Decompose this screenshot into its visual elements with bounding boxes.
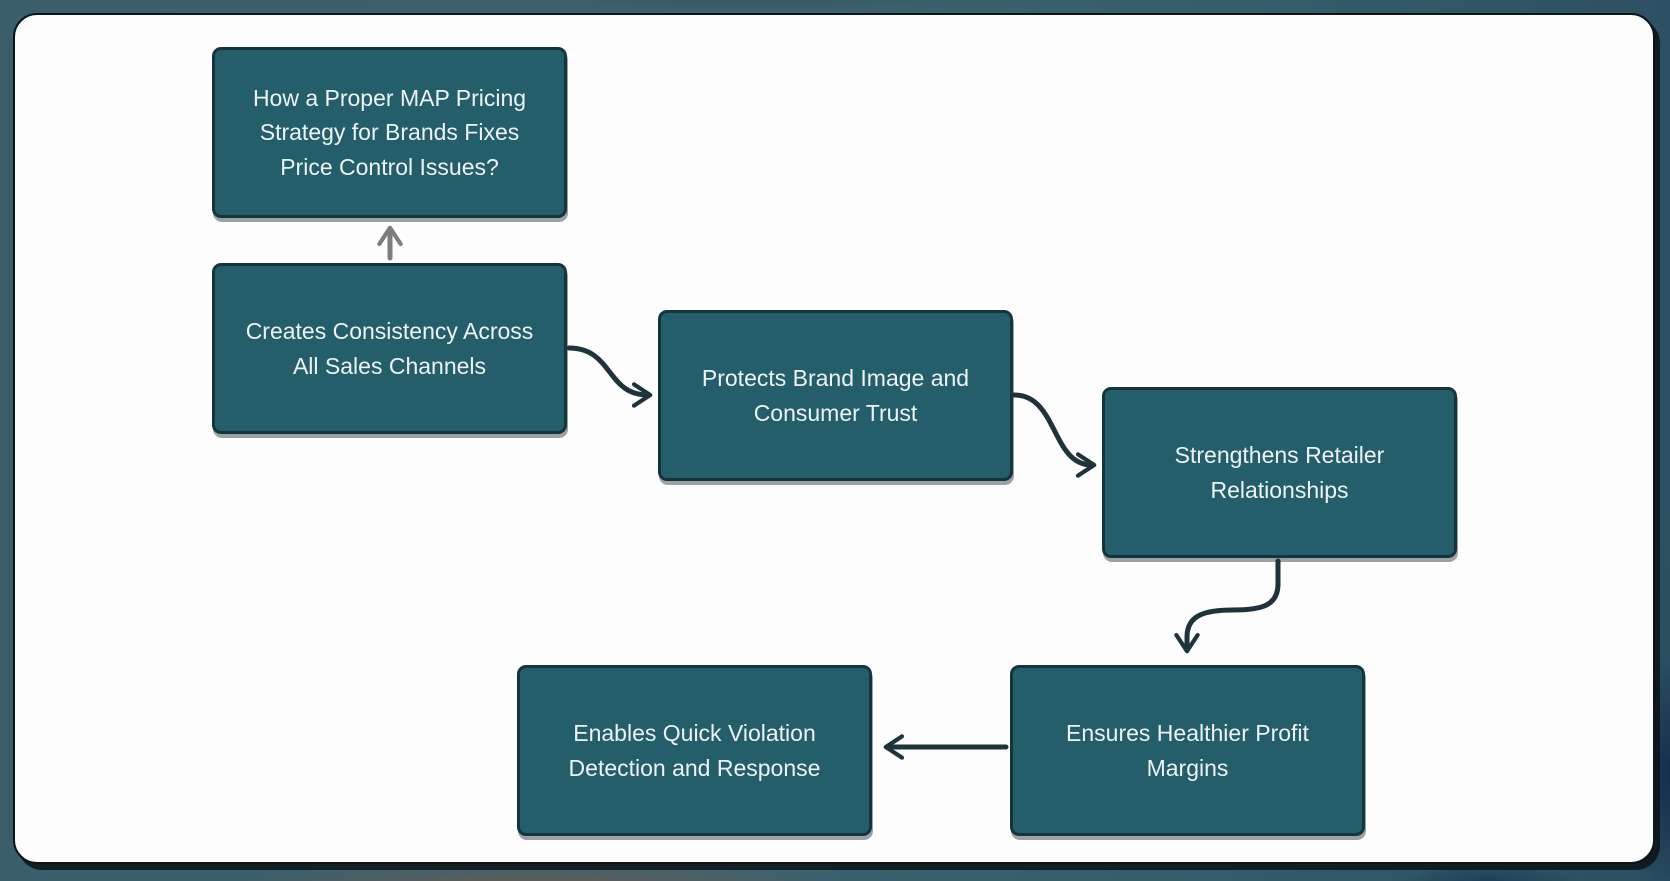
arrow-brand-image-to-retailer bbox=[1011, 392, 1097, 478]
node-ensures-profit-margins: Ensures Healthier Profit Margins bbox=[1010, 665, 1365, 836]
node-map-pricing-question: How a Proper MAP Pricing Strategy for Br… bbox=[212, 47, 567, 218]
node-enables-violation-detection: Enables Quick Violation Detection and Re… bbox=[517, 665, 872, 836]
node-label: Enables Quick Violation Detection and Re… bbox=[568, 720, 821, 781]
node-protects-brand-image: Protects Brand Image and Consumer Trust bbox=[658, 310, 1013, 481]
arrow-retailer-to-profit bbox=[1174, 558, 1281, 654]
node-label: Ensures Healthier Profit Margins bbox=[1066, 720, 1309, 781]
node-label: Strengthens Retailer Relationships bbox=[1174, 442, 1385, 503]
node-label: Creates Consistency Across All Sales Cha… bbox=[245, 318, 534, 379]
node-strengthens-retailer: Strengthens Retailer Relationships bbox=[1102, 387, 1457, 558]
node-label: How a Proper MAP Pricing Strategy for Br… bbox=[252, 84, 527, 180]
node-creates-consistency: Creates Consistency Across All Sales Cha… bbox=[212, 263, 567, 434]
node-label: Protects Brand Image and Consumer Trust bbox=[701, 365, 970, 426]
arrow-consistency-to-brand-image bbox=[566, 345, 653, 408]
